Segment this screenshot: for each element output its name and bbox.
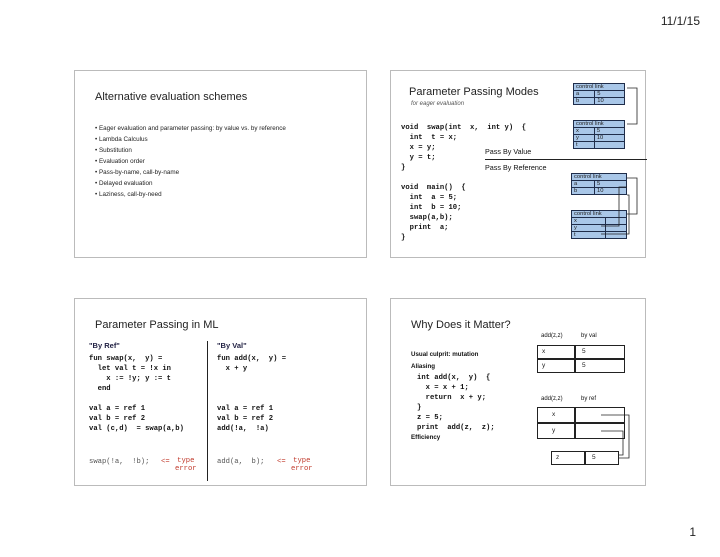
- slide-2: Parameter Passing Modes for eager evalua…: [390, 70, 647, 258]
- by-val-y-name: y: [537, 359, 575, 373]
- header-date: 11/1/15: [660, 14, 700, 28]
- bullet: • Laziness, call-by-need: [95, 191, 162, 198]
- by-ref-code: fun swap(x, y) = let val t = !x in x := …: [89, 355, 184, 433]
- pointer-arrows: [601, 87, 638, 235]
- slide-4: Why Does it Matter? Usual culprit: mutat…: [390, 298, 646, 486]
- by-ref-error-code: swap(!a, !b);: [89, 458, 150, 466]
- by-ref-heading: "By Ref": [89, 341, 120, 350]
- page-number: 1: [689, 525, 696, 539]
- slide-1-title: Alternative evaluation schemes: [95, 91, 248, 103]
- aliasing-code: int add(x, y) { x = x + 1; return x + y;…: [417, 374, 495, 432]
- bullet: • Pass-by-name, call-by-name: [95, 169, 180, 176]
- bullet: • Lambda Calculus: [95, 136, 148, 143]
- bullet: • Evaluation order: [95, 158, 145, 165]
- slide-1: Alternative evaluation schemes • Eager e…: [74, 70, 367, 258]
- by-val-head-a: add(z,z): [541, 333, 563, 339]
- z-name: z: [551, 451, 585, 465]
- by-val-x-value: 5: [575, 345, 625, 359]
- by-ref-y-value: [575, 423, 625, 439]
- column-divider: [207, 341, 208, 481]
- mutation-label: Usual culprit: mutation: [411, 351, 479, 358]
- efficiency-label: Efficiency: [411, 434, 441, 441]
- slide-4-title: Why Does it Matter?: [411, 319, 511, 331]
- pass-by-value-label: Pass By Value: [485, 147, 532, 156]
- by-ref-head-a: add(z,z): [541, 396, 563, 402]
- bullet: • Substitution: [95, 147, 132, 154]
- bullet: • Delayed evaluation: [95, 180, 153, 187]
- by-ref-error-arrow: <=: [161, 458, 170, 466]
- swap-code: void swap(int x, int y) { int t = x; x =…: [401, 124, 527, 242]
- slide-2-subtitle: for eager evaluation: [411, 101, 465, 107]
- by-val-y-value: 5: [575, 359, 625, 373]
- slide-2-title: Parameter Passing Modes: [409, 86, 539, 98]
- by-ref-y-name: y: [537, 423, 575, 439]
- by-ref-x-name: x: [537, 407, 575, 423]
- by-val-code: fun add(x, y) = x + y val a = ref 1 val …: [217, 355, 287, 433]
- bullet: • Eager evaluation and parameter passing…: [95, 125, 286, 132]
- divider-line: [485, 159, 647, 160]
- by-val-error-arrow: <=: [277, 458, 286, 466]
- by-val-error-code: add(a, b);: [217, 458, 265, 466]
- slide-3: Parameter Passing in ML "By Ref" "By Val…: [74, 298, 367, 486]
- by-val-heading: "By Val": [217, 341, 247, 350]
- by-val-error: type error: [291, 457, 313, 473]
- ref-arrows: [601, 414, 630, 459]
- z-value: 5: [585, 451, 619, 465]
- pass-by-ref-label: Pass By Reference: [485, 163, 547, 172]
- slide-1-bullets: • Eager evaluation and parameter passing…: [95, 123, 286, 200]
- by-val-head-b: by val: [581, 333, 597, 339]
- by-ref-error: type error: [175, 457, 197, 473]
- by-ref-head-b: by ref: [581, 396, 597, 402]
- slide-3-title: Parameter Passing in ML: [95, 319, 219, 331]
- by-val-x-name: x: [537, 345, 575, 359]
- aliasing-label: Aliasing: [411, 363, 436, 370]
